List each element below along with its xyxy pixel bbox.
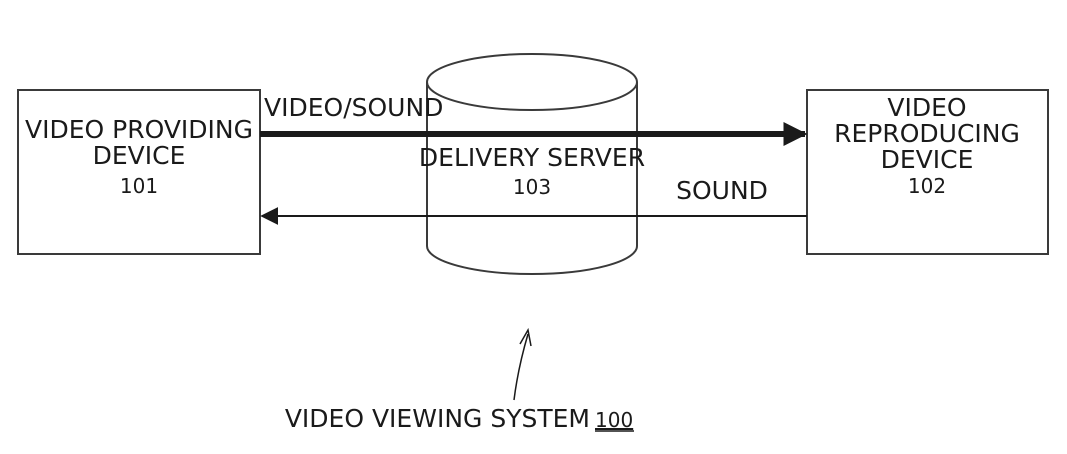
system-name-label: VIDEO VIEWING SYSTEM — [285, 404, 590, 433]
reproducing-device-name-line1: VIDEO — [887, 93, 966, 122]
reproducing-device-ref: 102 — [908, 174, 946, 198]
providing-device-ref: 101 — [120, 174, 158, 198]
reproducing-device-name-line3: DEVICE — [881, 145, 974, 174]
delivery-server-ref: 103 — [513, 175, 551, 199]
system-ref-label: 100 — [595, 408, 633, 432]
video-sound-flow-label: VIDEO/SOUND — [264, 93, 443, 122]
delivery-server-name: DELIVERY SERVER — [419, 143, 645, 172]
reproducing-device-name-line2: REPRODUCING — [834, 119, 1020, 148]
providing-device-name-line1: VIDEO PROVIDING — [25, 115, 253, 144]
providing-device-name-line2: DEVICE — [93, 141, 186, 170]
sound-flow-label: SOUND — [676, 176, 768, 205]
system-pointer-arrow — [514, 334, 528, 400]
